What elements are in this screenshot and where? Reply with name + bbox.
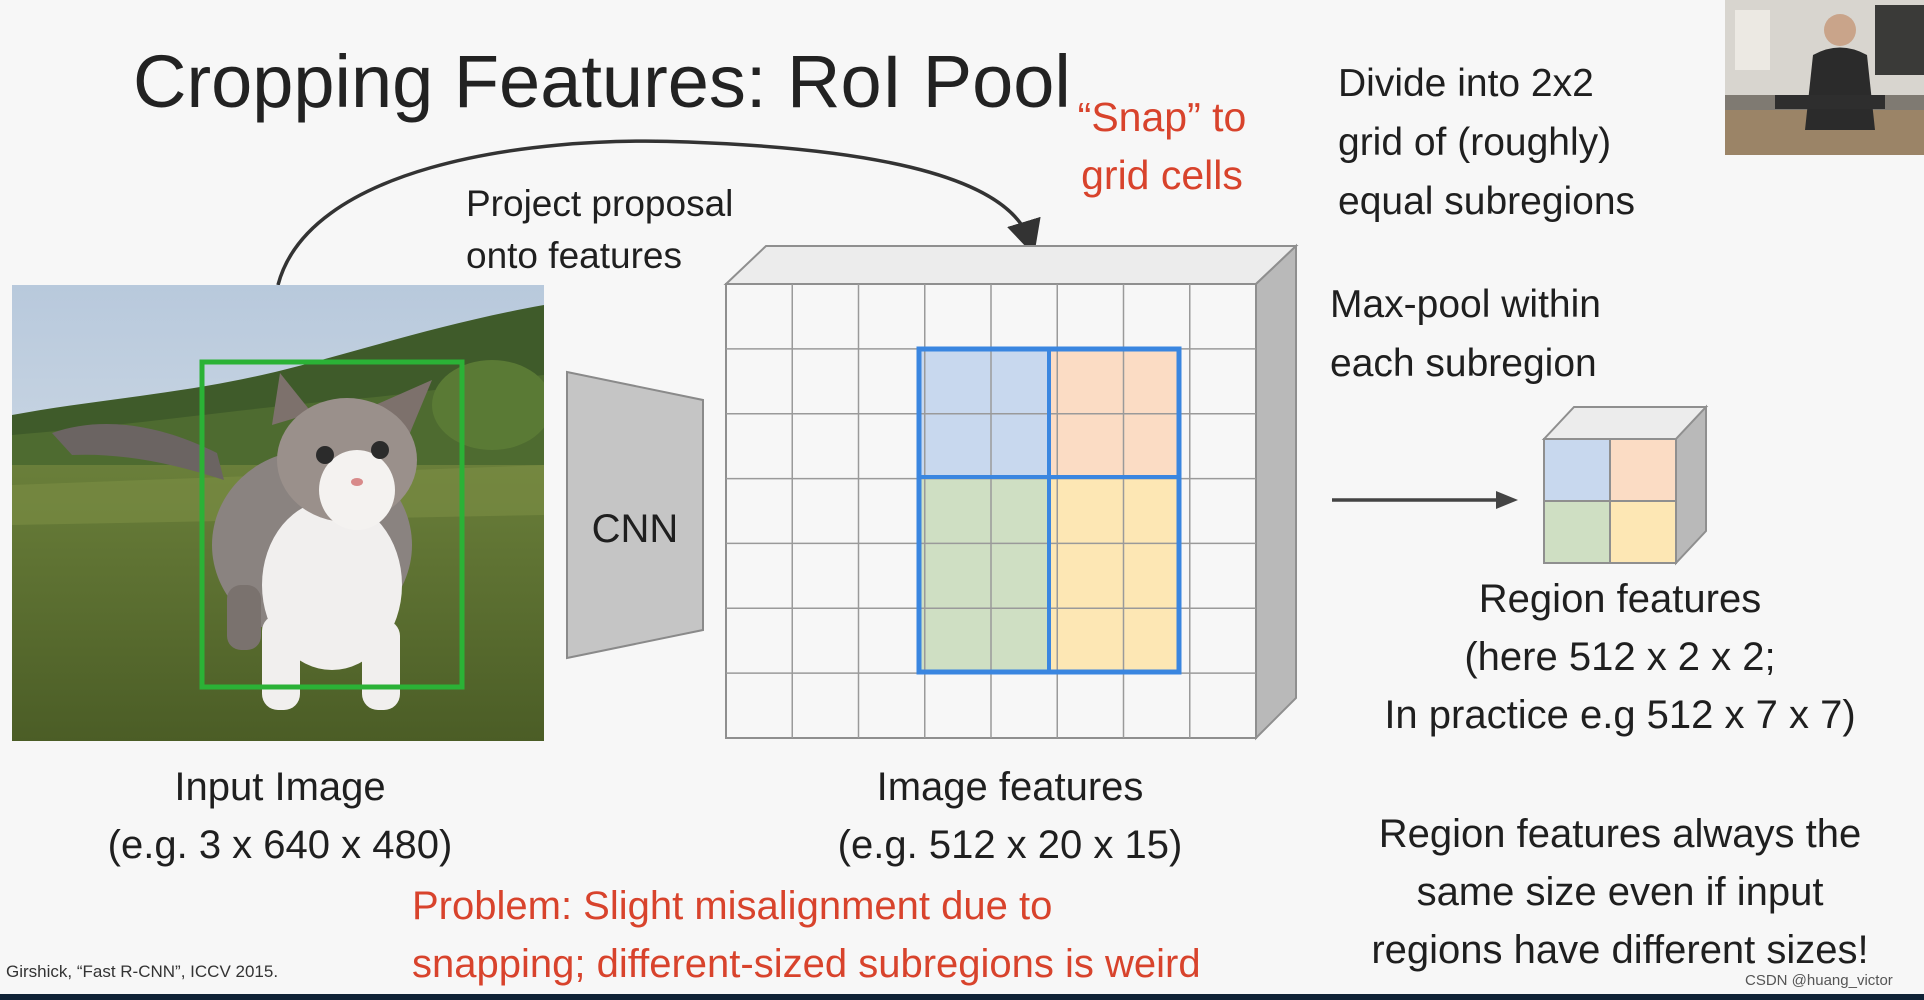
watermark-text: CSDN @huang_victor [1745,972,1893,989]
input-image-caption: Input Image (e.g. 3 x 640 x 480) [107,765,453,867]
cnn-label: CNN [591,507,679,551]
snap-to-grid-text: “Snap” to grid cells [1077,94,1247,198]
divide-grid-text: Divide into 2x2 grid of (roughly) equal … [1338,62,1636,223]
output-arrow [1332,491,1518,509]
maxpool-text: Max-pool within each subregion [1330,283,1601,385]
region-features-caption: Region features (here 512 x 2 x 2; In pr… [1384,577,1856,737]
bottom-bar [0,994,1924,1000]
citation-text: Girshick, “Fast R-CNN”, ICCV 2015. [6,962,279,981]
presenter-video-thumbnail [1725,0,1924,155]
always-same-size-text: Region features always the same size eve… [1371,812,1869,972]
cnn-block [566,370,704,660]
region-features-cube [1541,404,1709,566]
slide-title: Cropping Features: RoI Pool [133,40,1071,123]
image-features-caption: Image features (e.g. 512 x 20 x 15) [837,765,1183,867]
problem-text: Problem: Slight misalignment due to snap… [412,884,1201,986]
input-image-kitten [12,285,544,741]
image-features-grid [723,243,1299,741]
project-proposal-text: Project proposal onto features [466,183,734,276]
projection-arc [276,139,1041,286]
